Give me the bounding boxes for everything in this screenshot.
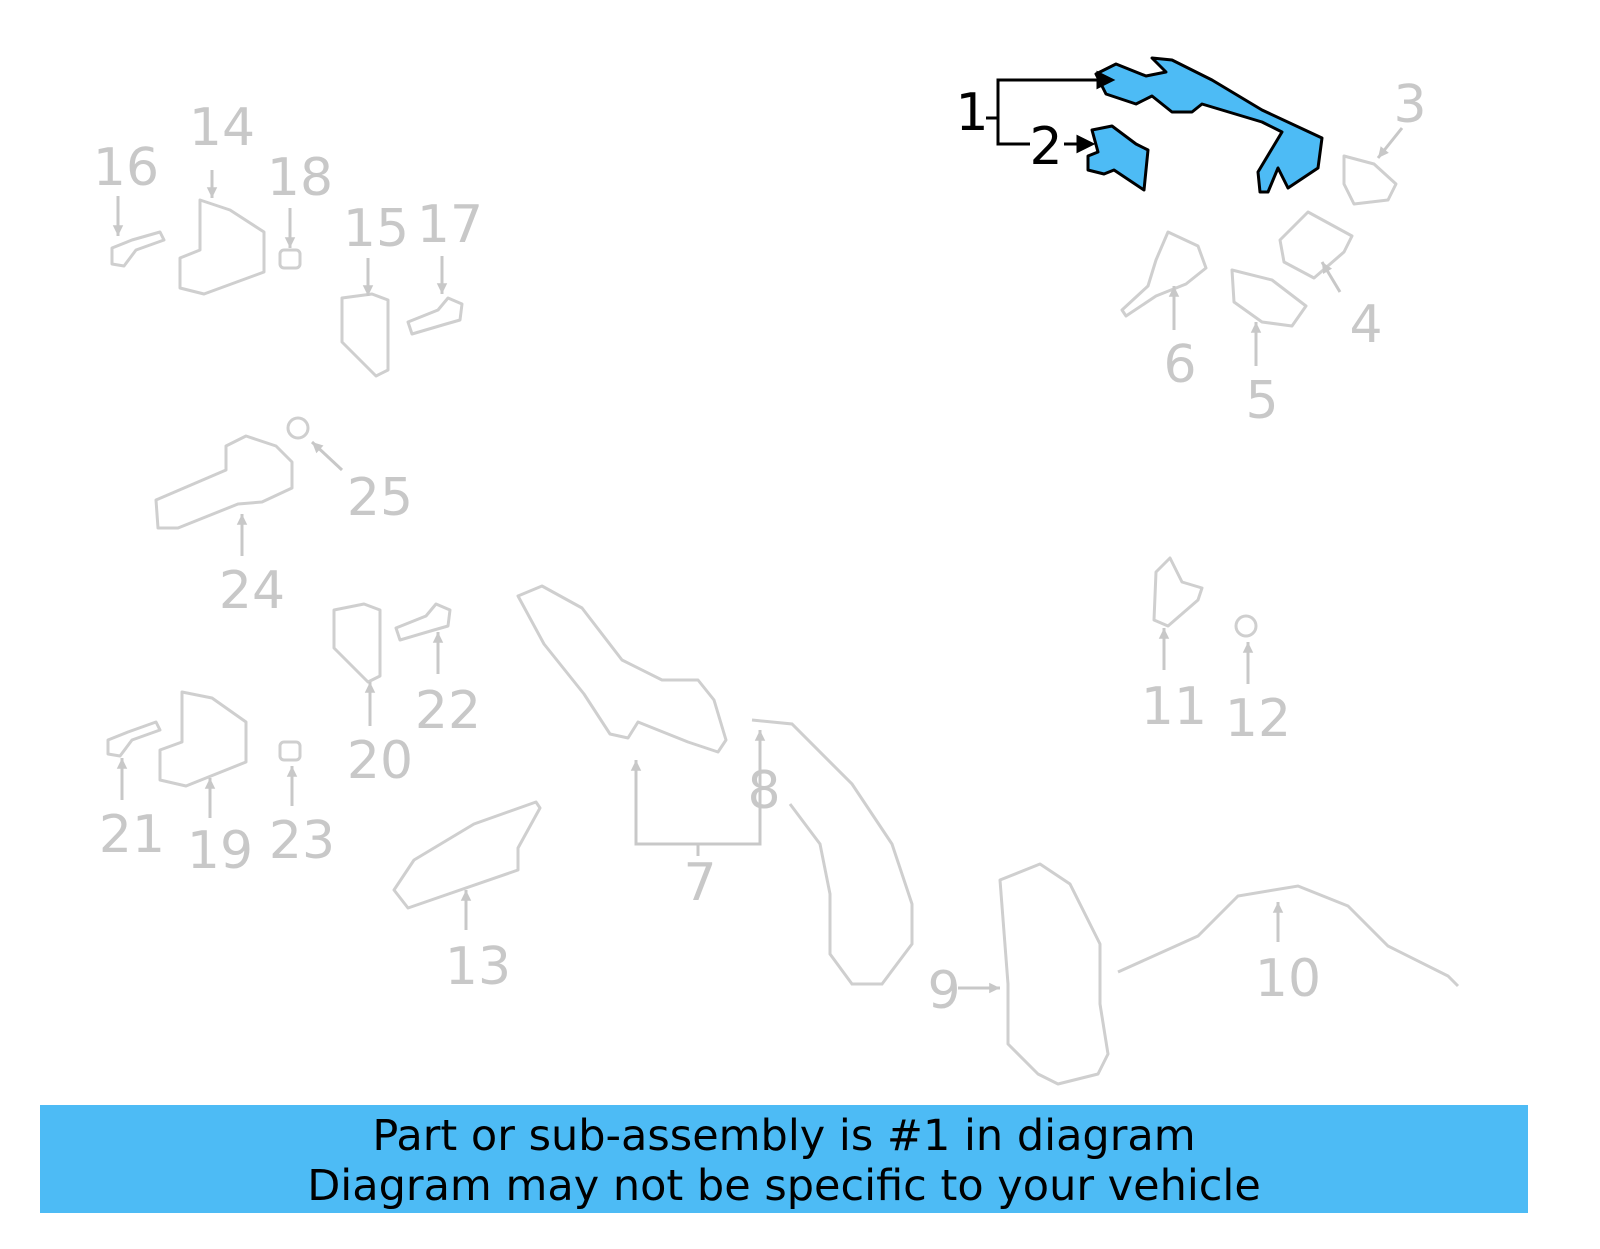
part-8-cable — [751, 718, 914, 986]
arrowhead — [116, 758, 128, 769]
part-18-cap — [278, 248, 302, 270]
part-3-cap — [1342, 154, 1398, 206]
callout-8: 8 — [747, 761, 780, 821]
part-23-cap — [278, 740, 302, 762]
arrowhead — [286, 766, 298, 777]
arrowhead — [432, 632, 444, 643]
banner-line-1: Part or sub-assembly is #1 in diagram — [372, 1111, 1196, 1161]
callout-3: 3 — [1393, 75, 1426, 135]
part-10-cable — [1117, 884, 1460, 988]
arrowhead — [284, 237, 296, 248]
callout-13: 13 — [445, 937, 511, 997]
part-13-trim — [392, 800, 542, 910]
parts-outlines — [106, 154, 1460, 1086]
part-5-pad — [1230, 268, 1308, 328]
arrowhead — [312, 442, 324, 454]
callout-23: 23 — [269, 811, 335, 871]
part-6-lock-cylinder — [1120, 230, 1208, 318]
arrowhead — [112, 225, 124, 236]
part-19-bracket — [158, 690, 248, 788]
arrowhead — [754, 730, 766, 741]
leader-arrows — [112, 127, 1404, 994]
arrowhead — [1250, 322, 1262, 333]
arrowhead — [204, 778, 216, 789]
arrowhead — [236, 514, 248, 525]
callout-4: 4 — [1349, 295, 1382, 355]
callout-7-bracket — [634, 738, 762, 856]
arrowhead — [1158, 628, 1170, 639]
part-4-bezel — [1278, 210, 1354, 280]
arrowhead — [362, 285, 374, 296]
part-14-bracket — [178, 198, 266, 296]
arrowhead — [364, 682, 376, 693]
part-16-bolt — [110, 230, 166, 268]
callout-12: 12 — [1225, 689, 1291, 749]
part-20-plate — [332, 602, 382, 684]
callout-9: 9 — [927, 961, 960, 1021]
banner-line-2: Diagram may not be specific to your vehi… — [307, 1161, 1261, 1211]
part-7-inner-handle — [516, 584, 728, 754]
callout-11: 11 — [1141, 677, 1207, 737]
arrowhead — [1378, 146, 1389, 158]
callout-14: 14 — [189, 98, 255, 158]
callout-6: 6 — [1163, 335, 1196, 395]
part-12-screw — [1234, 614, 1258, 638]
arrowhead — [1322, 262, 1333, 274]
callout-25: 25 — [347, 468, 413, 528]
arrowhead — [1272, 902, 1284, 913]
part-2-handle-clip — [1086, 124, 1150, 192]
part-17-bolt — [406, 296, 464, 336]
arrowhead — [460, 890, 472, 901]
callout-21: 21 — [99, 805, 165, 865]
callout-19: 19 — [187, 821, 253, 881]
part-25-screw — [286, 416, 310, 440]
callout-5: 5 — [1245, 371, 1278, 431]
info-banner: Part or sub-assembly is #1 in diagram Di… — [40, 1105, 1528, 1213]
part-11-plate — [1152, 556, 1204, 628]
callout-15: 15 — [343, 199, 409, 259]
part-15-plate — [340, 292, 390, 378]
callout-22: 22 — [415, 681, 481, 741]
callout-17: 17 — [417, 195, 483, 255]
callout-10: 10 — [1255, 949, 1321, 1009]
callout-24: 24 — [219, 561, 285, 621]
part-24-check-link — [154, 434, 294, 530]
part-9-latch — [998, 862, 1110, 1086]
arrowhead — [989, 982, 1000, 994]
callout-16: 16 — [93, 138, 159, 198]
callout-1-bracket — [986, 70, 1116, 154]
part-21-bolt — [106, 720, 162, 758]
arrowhead — [206, 187, 218, 198]
arrowhead — [630, 760, 642, 771]
callout-7: 7 — [683, 853, 716, 913]
arrowhead — [1242, 642, 1254, 653]
arrowhead — [1168, 286, 1180, 297]
part-22-bolt — [394, 602, 452, 642]
callout-20: 20 — [347, 731, 413, 791]
arrowhead — [436, 283, 448, 294]
callout-2: 2 — [1029, 117, 1062, 177]
callout-1: 1 — [955, 83, 988, 143]
callout-18: 18 — [267, 148, 333, 208]
